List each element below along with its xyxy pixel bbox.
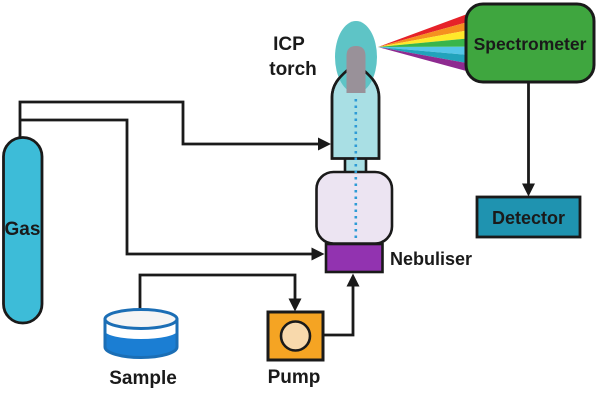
icp-torch-label-line2: torch: [269, 59, 317, 80]
icp-torch-label-line1: ICP: [273, 34, 305, 55]
sample-dish-wall: [103, 319, 179, 359]
nebuliser-box: [324, 242, 384, 274]
arrowhead-into-nebuliser-bottom: [346, 273, 360, 287]
spectrometer-label: Spectrometer: [474, 34, 587, 54]
spectrometer-box: [464, 2, 596, 84]
sample-dish: [103, 308, 179, 359]
arrowhead-into-nebuliser-left: [311, 247, 325, 261]
gas-label: Gas: [5, 219, 41, 240]
pump: [266, 310, 325, 362]
nebuliser-label: Nebuliser: [390, 249, 472, 269]
pump-roller: [279, 320, 312, 352]
sample-liquid: [105, 331, 177, 358]
spectrum-band-orange: [378, 21, 470, 47]
arrowheads: [288, 137, 535, 312]
sample-dish-rim: [103, 308, 179, 330]
connection-lines: [18, 82, 530, 337]
gas-to-nebuliser-line: [20, 118, 319, 256]
sample-label: Sample: [109, 368, 177, 389]
spectrum-band-red: [378, 13, 470, 47]
spectrum-beam: [378, 13, 470, 72]
detector-label: Detector: [492, 208, 565, 228]
spectrum-band-yellow: [378, 29, 470, 47]
plasma-core: [346, 46, 366, 93]
gas-cylinder: [2, 136, 44, 325]
arrowhead-into-torch: [318, 137, 331, 151]
spectrum-band-cyan: [378, 46, 470, 56]
pump-to-nebuliser-line: [322, 281, 355, 337]
arrowhead-into-detector: [522, 183, 535, 197]
spray-chamber: [315, 170, 394, 245]
spectrum-band-green: [378, 38, 470, 47]
spectrum-band-violet: [378, 47, 470, 72]
gas-to-torch-line: [18, 100, 326, 146]
pump-label: Pump: [268, 367, 321, 388]
arrowhead-into-pump: [288, 298, 302, 312]
sample-to-pump-line: [138, 273, 297, 312]
detector-box: [475, 195, 582, 239]
